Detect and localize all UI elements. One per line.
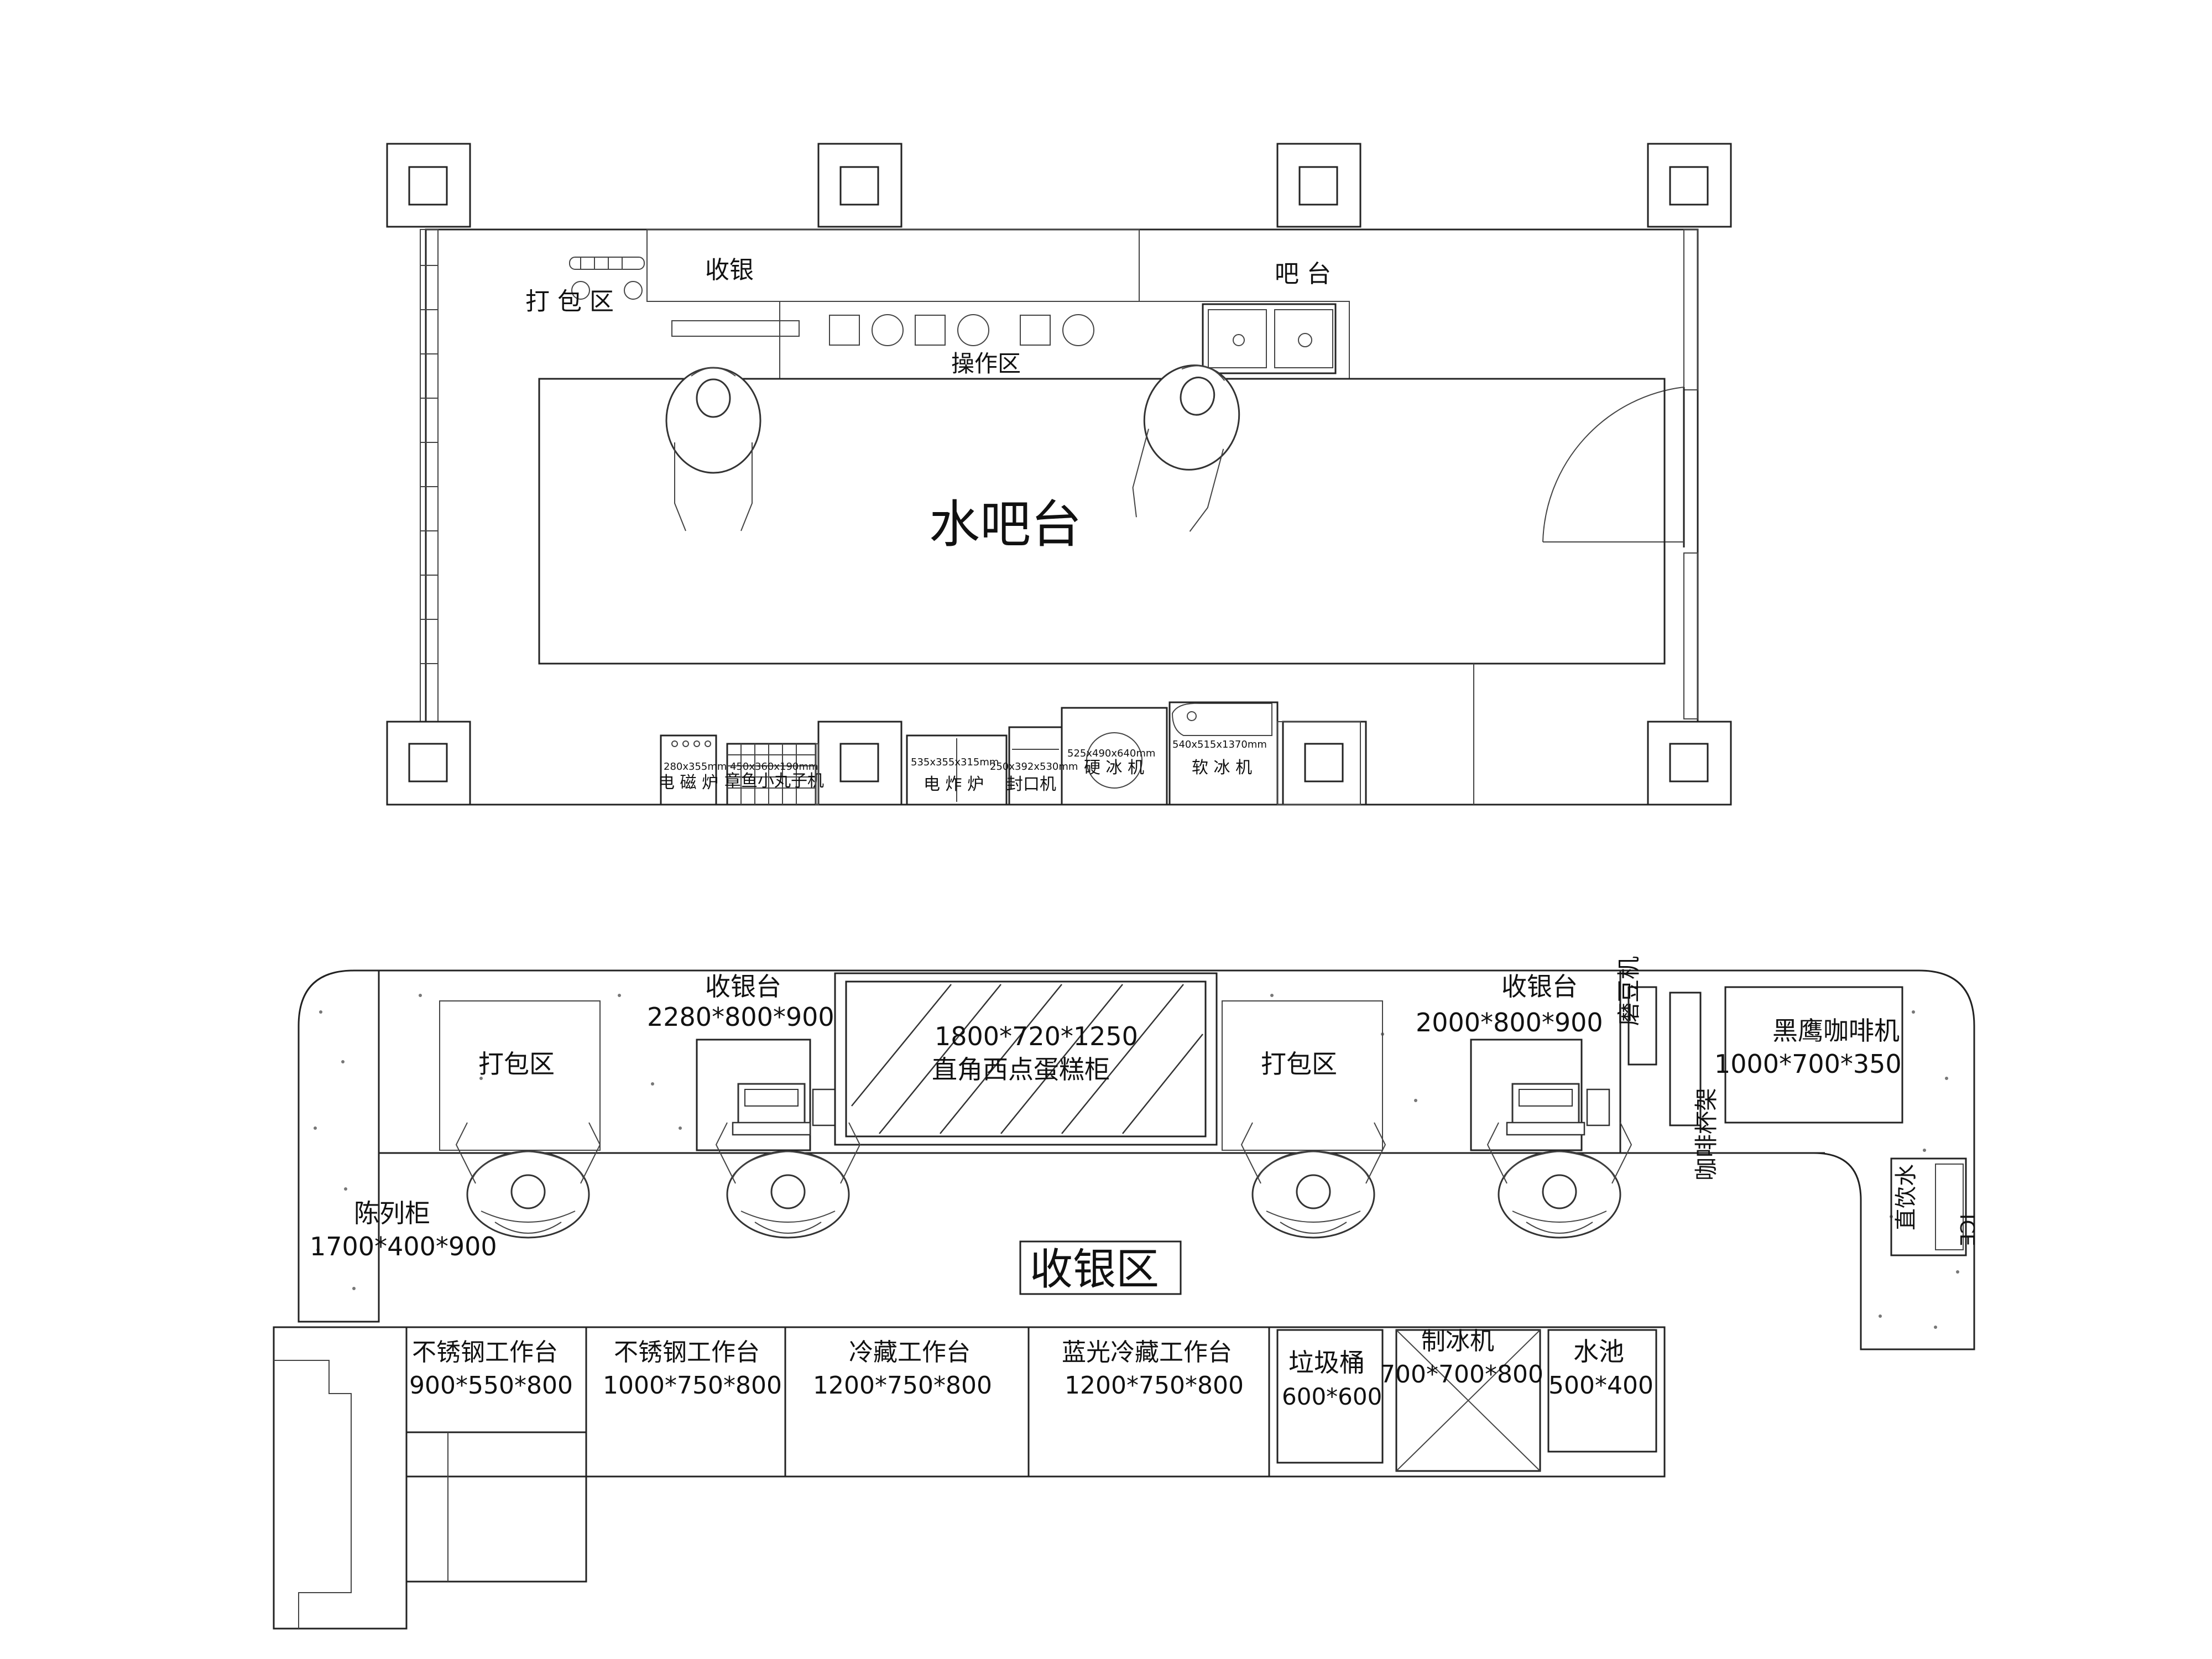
cashier-left-name: 收银台	[705, 972, 781, 1001]
takoyaki-dims: 450x360x190mm	[730, 761, 818, 773]
table-2-dims: 1000*750*800	[603, 1371, 782, 1400]
staff-figure-4	[1486, 1121, 1632, 1239]
fryer-name: 电 炸 炉	[924, 775, 984, 794]
cashier-counter-right	[1470, 1039, 1583, 1151]
ice-maker-dims: 700*700*800	[1380, 1360, 1543, 1389]
trash-name: 垃圾桶	[1288, 1348, 1365, 1378]
column-outline-right	[1277, 721, 1361, 805]
equipment-takoyaki-machine: 450x360x190mm 章鱼小丸子机	[724, 743, 824, 806]
trash-bin-box	[1276, 1329, 1384, 1464]
hard-ice-dims: 525x490x640mm	[1067, 748, 1155, 759]
cup-rack-label: 咖啡杯架	[1693, 1088, 1720, 1181]
staff-figure-2	[715, 1121, 861, 1239]
equipment-soft-serve-machine: 540x515x1370mm 软 冰 机	[1168, 701, 1279, 806]
equipment-divider	[815, 743, 819, 805]
cashier-zone-title: 收银区	[1030, 1245, 1159, 1295]
ice-maker-name: 制冰机	[1421, 1327, 1494, 1355]
soft-serve-dims: 540x515x1370mm	[1172, 739, 1267, 750]
sink-dims: 500*400	[1548, 1371, 1653, 1400]
cashier-counter-left	[696, 1039, 811, 1151]
cashier-label: 收银	[705, 256, 754, 284]
table-3-name: 冷藏工作台	[849, 1338, 971, 1366]
columns-bottom	[386, 721, 1732, 806]
display-cabinet-dims: 1700*400*900	[310, 1232, 497, 1261]
ice-label: ICE	[1955, 1214, 1978, 1246]
ice-bin	[1935, 1164, 1964, 1250]
packing-label: 打 包 区	[525, 288, 614, 316]
stone-texture	[314, 994, 1959, 1329]
operation-label: 操作区	[951, 350, 1021, 377]
grinder-box	[1627, 986, 1657, 1066]
trash-dims: 600*600	[1282, 1383, 1382, 1410]
grinder-label: 磨豆机	[1615, 956, 1642, 1026]
cashier-right-dims: 2000*800*900	[1416, 1008, 1603, 1037]
staff-figure-bar	[1117, 353, 1252, 538]
packing-items	[569, 257, 645, 300]
table-4-name: 蓝光冷藏工作台	[1062, 1338, 1232, 1366]
staff-figure-cashier	[665, 320, 800, 532]
bar-label: 吧 台	[1275, 260, 1331, 288]
packing-area-right-label: 打包区	[1261, 1049, 1337, 1079]
cake-cabinet-name: 直角西点蛋糕柜	[932, 1055, 1110, 1084]
staff-figure-3	[1240, 1121, 1386, 1239]
display-cabinet-name: 陈列柜	[354, 1198, 430, 1228]
equipment-hard-ice-machine: 525x490x640mm 硬 冰 机	[1061, 707, 1168, 806]
hard-ice-name: 硬 冰 机	[1084, 758, 1144, 778]
water-label: 直饮水	[1893, 1164, 1919, 1230]
bottom-plan: 打包区 打包区 收银台 2280*800*900 收银台 2000*800*90…	[273, 956, 1978, 1630]
cake-cabinet: 1800*720*1250 直角西点蛋糕柜	[834, 972, 1218, 1146]
coffee-machine-box	[1724, 986, 1903, 1124]
corner-unit-detail	[274, 1360, 352, 1629]
sink-name: 水池	[1573, 1337, 1624, 1366]
coffee-machine-name: 黑鹰咖啡机	[1772, 1016, 1900, 1046]
window-mullions	[420, 265, 438, 664]
register-right	[1506, 1083, 1610, 1136]
sink-box	[1547, 1329, 1657, 1453]
takoyaki-name: 章鱼小丸子机	[724, 771, 824, 791]
induction-name: 电 磁 炉	[658, 773, 718, 792]
induction-dims: 280x355mm	[664, 761, 727, 773]
cashier-zone-label-box	[1019, 1240, 1182, 1295]
table-2-name: 不锈钢工作台	[614, 1338, 760, 1366]
packing-area-left	[439, 1000, 601, 1151]
equipment-electric-fryer: 535x355x315mm 电 炸 炉	[906, 734, 1008, 806]
right-wall-lower	[1683, 552, 1698, 719]
fryer-dims: 535x355x315mm	[911, 757, 999, 768]
water-bar-counter	[538, 378, 1666, 665]
cashier-left-dims: 2280*800*900	[647, 1002, 834, 1032]
table-4-dims: 1200*750*800	[1065, 1371, 1244, 1400]
bar-sinks	[1202, 303, 1337, 374]
ice-maker-box	[1395, 1329, 1541, 1472]
service-counter-outline	[298, 969, 1975, 1350]
packing-area-right	[1222, 1000, 1383, 1151]
water-bar-title: 水吧台	[929, 495, 1082, 554]
columns-top	[386, 143, 1732, 228]
coffee-machine-dims: 1000*700*350	[1714, 1049, 1902, 1079]
lower-storage	[405, 1431, 587, 1583]
table-1-dims: 900*550*800	[409, 1371, 573, 1400]
sealer-name: 封口机	[1006, 775, 1056, 794]
right-wall-upper	[1683, 229, 1698, 390]
cashier-right-name: 收银台	[1501, 972, 1578, 1001]
top-plan: 收银 打 包 区 吧 台 操作区 水吧台 280x355mm 电 磁 炉 450…	[386, 143, 1732, 806]
operation-appliances	[829, 314, 1094, 346]
corner-unit	[273, 1326, 408, 1630]
packing-area-left-label: 打包区	[478, 1049, 555, 1079]
left-window	[420, 229, 439, 728]
water-ice-box	[1890, 1157, 1967, 1256]
cup-rack-box	[1669, 992, 1702, 1126]
equipment-induction-cooker: 280x355mm 电 磁 炉	[658, 734, 727, 806]
door-swing	[1542, 387, 1685, 547]
sealer-dims: 250x392x530mm	[990, 761, 1078, 773]
cake-cabinet-dims: 1800*720*1250	[935, 1021, 1138, 1051]
register-left	[732, 1083, 836, 1136]
staff-figure-1	[455, 1121, 601, 1239]
ice-maker-cross-2	[1396, 1329, 1541, 1472]
table-1-name: 不锈钢工作台	[412, 1338, 558, 1366]
table-3-dims: 1200*750*800	[813, 1371, 992, 1400]
soft-serve-name: 软 冰 机	[1192, 758, 1252, 778]
equipment-sealing-machine: 250x392x530mm 封口机	[990, 726, 1078, 806]
